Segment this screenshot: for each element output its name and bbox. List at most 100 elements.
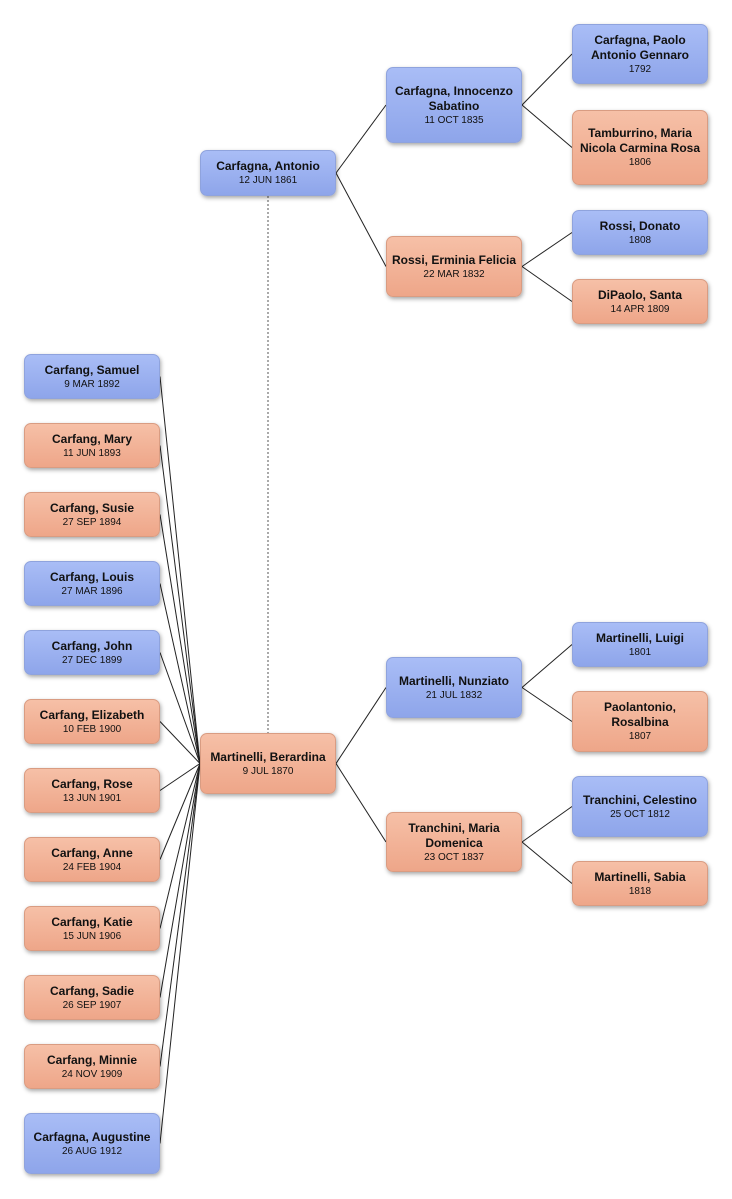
person-name: Martinelli, Luigi: [595, 630, 684, 645]
child-name: Carfang, Minnie: [46, 1052, 137, 1067]
person-card-carfagna-antonio[interactable]: Carfagna, Antonio 12 JUN 1861: [200, 150, 336, 196]
ancestor-link: [335, 172, 387, 267]
ancestor-link: [521, 644, 573, 688]
child-name: Carfang, John: [51, 638, 133, 653]
child-card[interactable]: Carfang, Mary 11 JUN 1893: [24, 423, 160, 468]
person-name: Carfagna, Antonio: [216, 159, 320, 173]
ancestor-link: [521, 841, 573, 884]
child-date: 24 NOV 1909: [61, 1068, 123, 1080]
person-card-dipaolo-santa[interactable]: DiPaolo, Santa 14 APR 1809: [572, 279, 708, 324]
person-date: 9 JUL 1870: [242, 765, 294, 777]
child-date: 27 MAR 1896: [61, 585, 123, 597]
child-card[interactable]: Carfang, Sadie 26 SEP 1907: [24, 975, 160, 1020]
child-link: [159, 763, 201, 998]
child-name: Carfang, Mary: [51, 431, 133, 446]
child-card[interactable]: Carfang, Samuel 9 MAR 1892: [24, 354, 160, 399]
person-card-tamburrino-maria[interactable]: Tamburrino, Maria Nicola Carmina Rosa 18…: [572, 110, 708, 185]
child-date: 27 DEC 1899: [61, 654, 123, 666]
person-name: Tranchini, Celestino: [582, 792, 698, 807]
child-card[interactable]: Carfang, Katie 15 JUN 1906: [24, 906, 160, 951]
child-name: Carfang, Elizabeth: [39, 707, 145, 722]
person-card-carfagna-innocenzo[interactable]: Carfagna, Innocenzo Sabatino 11 OCT 1835: [386, 67, 522, 143]
child-date: 15 JUN 1906: [62, 930, 122, 942]
child-link: [159, 445, 201, 764]
person-name: Tamburrino, Maria Nicola Carmina Rosa: [579, 126, 701, 155]
person-date: 25 OCT 1812: [610, 808, 670, 820]
child-link: [159, 514, 201, 764]
child-card[interactable]: Carfang, Minnie 24 NOV 1909: [24, 1044, 160, 1089]
child-link: [159, 763, 201, 1144]
ancestor-link: [521, 53, 573, 106]
person-date: 12 JUN 1861: [238, 175, 298, 186]
child-name: Carfang, Louis: [49, 569, 134, 584]
ancestor-link: [521, 806, 573, 843]
child-date: 13 JUN 1901: [62, 792, 122, 804]
child-card[interactable]: Carfang, Louis 27 MAR 1896: [24, 561, 160, 606]
child-date: 27 SEP 1894: [62, 516, 122, 528]
child-name: Carfang, Sadie: [49, 983, 135, 998]
child-link: [159, 763, 201, 929]
person-card-paolantonio-rosalbina[interactable]: Paolantonio, Rosalbina 1807: [572, 691, 708, 752]
person-name: Paolantonio, Rosalbina: [604, 700, 676, 729]
ancestor-link: [521, 266, 573, 302]
child-name: Carfang, Anne: [51, 845, 133, 860]
person-date: 11 OCT 1835: [424, 114, 484, 126]
ancestor-link: [521, 104, 573, 148]
person-date: 1806: [628, 157, 652, 168]
person-name: Tranchini, Maria Domenica: [408, 820, 500, 850]
child-name: Carfang, Samuel: [44, 362, 140, 377]
child-link: [159, 763, 201, 860]
person-card-tranchini-celestino[interactable]: Tranchini, Celestino 25 OCT 1812: [572, 776, 708, 837]
child-name: Carfang, Rose: [51, 776, 133, 791]
person-card-rossi-erminia[interactable]: Rossi, Erminia Felicia 22 MAR 1832: [386, 236, 522, 297]
child-link: [159, 376, 201, 764]
person-date: 22 MAR 1832: [423, 268, 485, 280]
person-date: 1818: [628, 885, 652, 897]
person-date: 1801: [628, 646, 652, 658]
child-date: 26 AUG 1912: [61, 1145, 123, 1157]
person-card-martinelli-sabia[interactable]: Martinelli, Sabia 1818: [572, 861, 708, 906]
child-name: Carfang, Katie: [51, 914, 133, 929]
child-name: Carfang, Susie: [49, 500, 135, 515]
person-name: Martinelli, Nunziato: [398, 673, 509, 688]
ancestor-link: [521, 232, 573, 267]
child-link: [159, 652, 201, 764]
child-card[interactable]: Carfang, Susie 27 SEP 1894: [24, 492, 160, 537]
child-card[interactable]: Carfagna, Augustine 26 AUG 1912: [24, 1113, 160, 1174]
person-card-rossi-donato[interactable]: Rossi, Donato 1808: [572, 210, 708, 255]
person-date: 1792: [628, 63, 652, 75]
person-name: Martinelli, Berardina: [210, 749, 326, 764]
child-date: 26 SEP 1907: [62, 999, 122, 1011]
child-date: 10 FEB 1900: [62, 723, 122, 735]
person-date: 21 JUL 1832: [425, 689, 483, 701]
child-name: Carfagna, Augustine: [33, 1129, 151, 1144]
person-name: Carfagna, Paolo Antonio Gennaro: [591, 32, 689, 62]
ancestor-link: [335, 104, 387, 174]
child-card[interactable]: Carfang, Anne 24 FEB 1904: [24, 837, 160, 882]
person-card-martinelli-nunziato[interactable]: Martinelli, Nunziato 21 JUL 1832: [386, 657, 522, 718]
person-date: 1807: [628, 731, 652, 742]
child-link: [159, 721, 201, 764]
child-card[interactable]: Carfang, John 27 DEC 1899: [24, 630, 160, 675]
ancestor-link: [335, 763, 387, 843]
person-name: Martinelli, Sabia: [594, 869, 686, 884]
person-card-tranchini-maria-domenica[interactable]: Tranchini, Maria Domenica 23 OCT 1837: [386, 812, 522, 872]
person-card-martinelli-luigi[interactable]: Martinelli, Luigi 1801: [572, 622, 708, 667]
person-name: Rossi, Donato: [599, 218, 681, 233]
person-name: Rossi, Erminia Felicia: [391, 252, 517, 267]
ancestor-link: [335, 687, 387, 764]
child-date: 9 MAR 1892: [64, 378, 120, 390]
child-card[interactable]: Carfang, Elizabeth 10 FEB 1900: [24, 699, 160, 744]
person-date: 23 OCT 1837: [424, 851, 484, 863]
person-card-martinelli-berardina[interactable]: Martinelli, Berardina 9 JUL 1870: [200, 733, 336, 794]
person-name: Carfagna, Innocenzo Sabatino: [394, 83, 513, 113]
child-link: [159, 583, 201, 764]
child-card[interactable]: Carfang, Rose 13 JUN 1901: [24, 768, 160, 813]
child-link: [159, 763, 201, 791]
ancestor-link: [521, 687, 573, 722]
child-link: [159, 763, 201, 1067]
person-name: DiPaolo, Santa: [597, 287, 683, 302]
person-card-carfagna-paolo[interactable]: Carfagna, Paolo Antonio Gennaro 1792: [572, 24, 708, 84]
child-date: 11 JUN 1893: [63, 447, 121, 459]
